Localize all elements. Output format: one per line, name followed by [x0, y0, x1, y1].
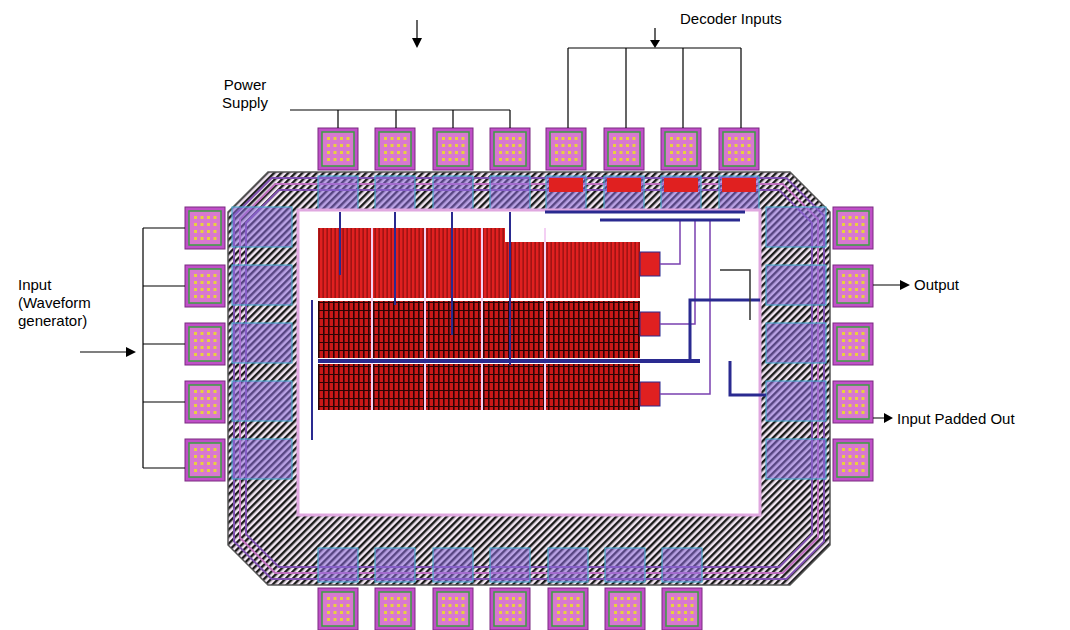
bond-pad: [548, 588, 588, 630]
core-area: [298, 210, 760, 515]
bond-pad: [605, 588, 645, 630]
pad-driver-cell: [766, 265, 826, 305]
pad-driver-cell: [662, 548, 702, 582]
bond-pad: [433, 588, 473, 630]
routing-wire: [660, 220, 740, 394]
memory-array: [318, 364, 640, 410]
pad-driver-cell: [232, 265, 292, 305]
decoder-buffer: [722, 178, 756, 192]
pad-ring: [228, 172, 830, 585]
bus-wire: [311, 300, 313, 440]
pad-driver-cell: [375, 548, 415, 582]
decoder-buffer: [549, 178, 583, 192]
bond-pad: [185, 207, 225, 249]
bond-pad: [604, 128, 644, 170]
bond-pad: [318, 588, 358, 630]
bond-pad: [490, 128, 530, 170]
sense-amp: [640, 312, 660, 336]
annotation-label: Input Padded Out: [897, 410, 1047, 428]
column-gap: [371, 228, 373, 410]
column-gap: [481, 228, 483, 410]
sense-amp: [640, 382, 660, 406]
annotation-label: Decoder Inputs: [680, 10, 820, 28]
pad-driver-cell: [232, 439, 292, 479]
bond-pad: [490, 588, 530, 630]
bond-pad: [833, 439, 873, 481]
pad-driver-cell: [318, 548, 358, 582]
bond-pad: [185, 381, 225, 423]
ring-track: [240, 184, 818, 573]
bond-pad: [185, 323, 225, 365]
supply-wire: [394, 212, 396, 305]
pad-driver-cell: [318, 176, 358, 210]
pad-driver-cell: [548, 548, 588, 582]
bond-pad: [185, 439, 225, 481]
pad-driver-cell: [766, 439, 826, 479]
ring-track: [234, 178, 824, 579]
bond-pad: [433, 128, 473, 170]
supply-wire: [339, 212, 341, 275]
supply-wire: [509, 212, 511, 365]
bond-pad: [375, 588, 415, 630]
column-gap: [544, 228, 546, 410]
memory-array: [318, 228, 640, 298]
bond-pad: [833, 265, 873, 307]
pad-driver-cell: [433, 548, 473, 582]
pad-driver-cell: [766, 381, 826, 421]
pad-driver-cell: [433, 176, 473, 210]
bus-wire: [318, 359, 700, 363]
pad-driver-cell: [604, 176, 644, 210]
routing-wire: [720, 270, 750, 320]
bond-pad: [375, 128, 415, 170]
bond-pad: [662, 588, 702, 630]
bond-pad: [185, 265, 225, 307]
routing-wire: [545, 212, 766, 395]
routing-wire: [660, 220, 740, 264]
bond-pad: [833, 381, 873, 423]
annotation-label: Power Supply: [212, 76, 278, 112]
pad-driver-cell: [605, 548, 645, 582]
bond-pad: [661, 128, 701, 170]
bond-pad: [833, 323, 873, 365]
pad-driver-cell: [490, 548, 530, 582]
annotation-label: Output: [914, 276, 984, 294]
supply-wire: [451, 212, 453, 335]
ring-track: [246, 190, 812, 567]
routing-wire: [660, 220, 740, 324]
pad-driver-cell: [232, 207, 292, 247]
pad-driver-cell: [490, 176, 530, 210]
annotation-lines: [80, 20, 900, 468]
pad-driver-cell: [661, 176, 701, 210]
decoder-buffer: [664, 178, 698, 192]
column-gap: [424, 228, 426, 410]
annotation-label: Input (Waveform generator): [18, 276, 100, 330]
pad-driver-cell: [232, 323, 292, 363]
memory-array: [318, 301, 640, 358]
pad-driver-cell: [232, 381, 292, 421]
bond-pad: [833, 207, 873, 249]
bond-pad: [546, 128, 586, 170]
pad-driver-cell: [546, 176, 586, 210]
arrowhead: [126, 38, 910, 423]
sense-amp: [640, 252, 660, 276]
bond-pad: [719, 128, 759, 170]
decoder-buffer: [607, 178, 641, 192]
pad-driver-cell: [719, 176, 759, 210]
bond-pad: [318, 128, 358, 170]
pad-driver-cell: [766, 207, 826, 247]
pad-driver-cell: [766, 323, 826, 363]
pad-driver-cell: [375, 176, 415, 210]
